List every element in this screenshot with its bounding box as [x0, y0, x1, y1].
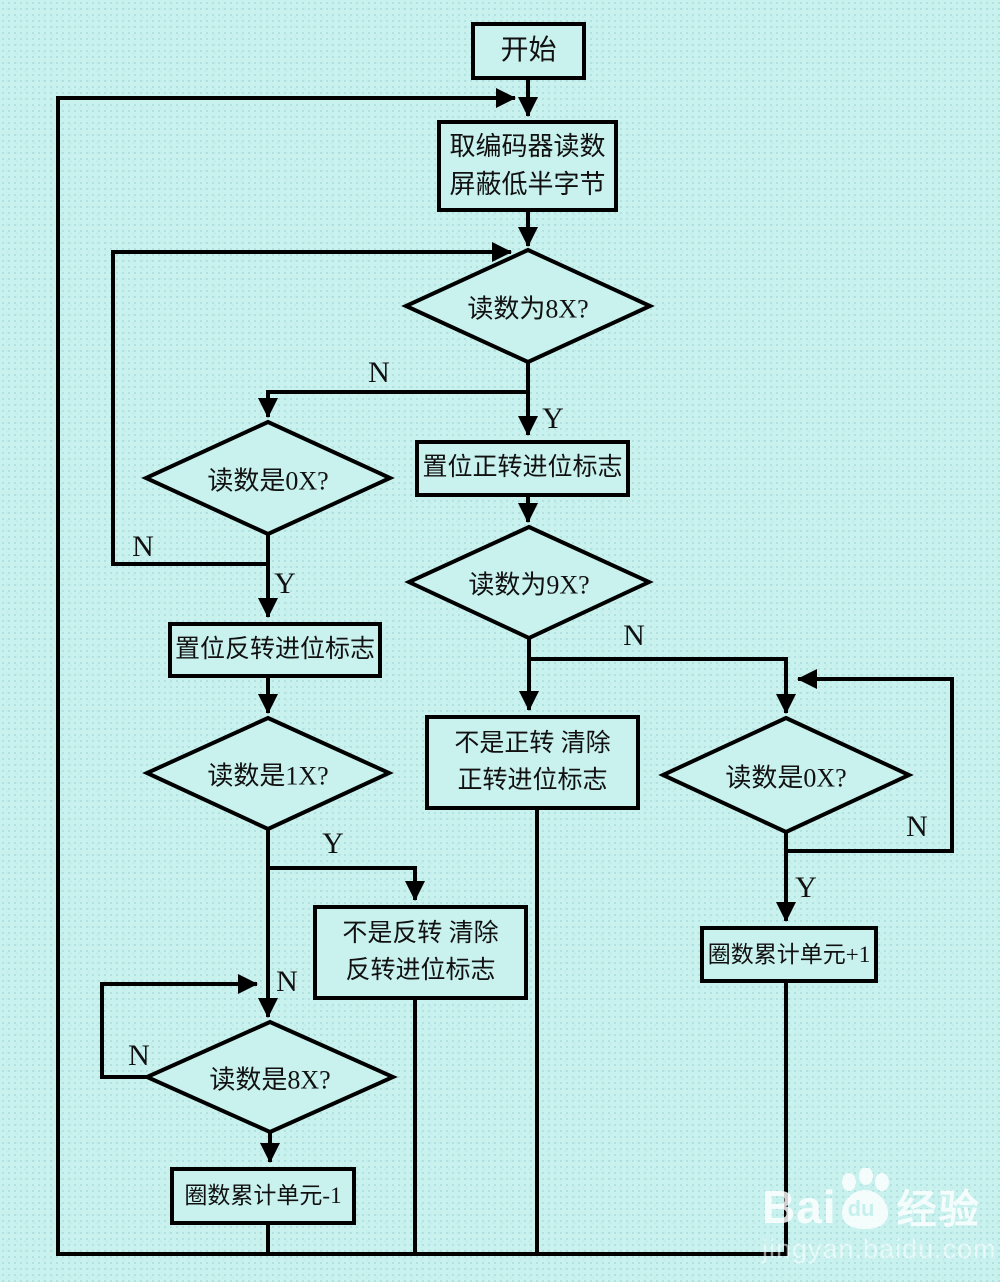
edge-is8x-bottom-no-loop — [100, 974, 258, 1079]
decision-is9x-shape — [404, 524, 654, 641]
decision-is9x-label: 读数为9X? — [468, 570, 590, 600]
edge-label-is0x-right-yes: Y — [795, 871, 817, 904]
node-clear-reverse-line2: 反转进位标志 — [345, 956, 496, 984]
node-clear-forward-line2: 正转进位标志 — [457, 766, 608, 794]
edge-label-is8x-no: N — [368, 356, 390, 389]
node-clear-forward: 不是正转 清除 正转进位标志 — [425, 715, 640, 810]
node-set-forward-flag-label: 置位正转进位标志 — [422, 454, 623, 482]
decision-is8x-bottom-shape — [142, 1019, 398, 1135]
watermark-brand-prefix: Bai — [762, 1181, 837, 1233]
node-set-reverse-flag-label: 置位反转进位标志 — [174, 635, 375, 663]
edge-is9x-no-to-is0x-right — [529, 657, 796, 714]
decision-is0x-left-label: 读数是0X? — [207, 466, 329, 496]
node-read-encoder-line1: 取编码器读数 — [449, 132, 606, 162]
node-set-reverse-flag: 置位反转进位标志 — [168, 622, 382, 678]
node-clear-reverse: 不是反转 清除 反转进位标志 — [313, 905, 528, 1000]
decision-is0x-left-shape — [141, 419, 395, 537]
node-read-encoder: 取编码器读数 屏蔽低半字节 — [437, 120, 618, 212]
node-start: 开始 — [471, 22, 586, 80]
decision-is8x-label: 读数为8X? — [467, 294, 589, 324]
node-dec-turn-counter: 圈数累计单元-1 — [170, 1167, 356, 1225]
edge-is0x-left-no-loop — [111, 242, 512, 566]
paw-icon: du — [839, 1167, 891, 1230]
edge-label-is1x-yes: Y — [322, 827, 344, 860]
decision-is8x-shape — [401, 247, 655, 365]
decision-is8x-bottom-label: 读数是8X? — [209, 1065, 331, 1095]
edge-is8x-no-to-is0x-left — [258, 362, 530, 418]
decision-is1x-shape — [142, 715, 394, 832]
node-start-label: 开始 — [500, 34, 557, 66]
node-dec-turn-counter-label: 圈数累计单元-1 — [184, 1183, 342, 1209]
baidu-jingyan-watermark: Bai du 经验 jingyan.baidu.com — [762, 1167, 997, 1265]
node-clear-forward-line1: 不是正转 清除 — [454, 730, 611, 758]
decision-is1x-label: 读数是1X? — [207, 761, 329, 791]
edge-label-is1x-no: N — [276, 965, 298, 998]
node-inc-turn-counter: 圈数累计单元+1 — [700, 926, 878, 983]
watermark-brand-paw-text: du — [847, 1196, 875, 1221]
decision-is0x-right-label: 读数是0X? — [725, 763, 847, 793]
watermark-brand-row: Bai du 经验 — [762, 1167, 997, 1233]
edge-label-is0x-left-yes: Y — [274, 567, 296, 600]
node-inc-turn-counter-label: 圈数累计单元+1 — [707, 941, 871, 967]
decision-is0x-right-shape — [658, 715, 914, 835]
node-clear-reverse-line1: 不是反转 清除 — [342, 920, 499, 948]
watermark-brand-suffix: 经验 — [896, 1187, 981, 1232]
edge-is0x-right-no-loop — [786, 669, 954, 853]
edge-label-is8x-yes: Y — [542, 402, 564, 435]
watermark-url: jingyan.baidu.com — [762, 1234, 997, 1264]
edge-bottom-feedback-loop — [56, 88, 788, 1256]
edge-label-is0x-right-no: N — [906, 810, 928, 843]
node-read-encoder-line2: 屏蔽低半字节 — [449, 170, 606, 199]
edge-is1x-yes-to-clear-reverse — [268, 866, 425, 901]
edge-label-is9x-no: N — [623, 619, 645, 652]
edge-label-is8x-bottom-no: N — [128, 1039, 150, 1072]
edge-label-is0x-left-no: N — [132, 530, 154, 563]
node-set-forward-flag: 置位正转进位标志 — [415, 440, 630, 497]
